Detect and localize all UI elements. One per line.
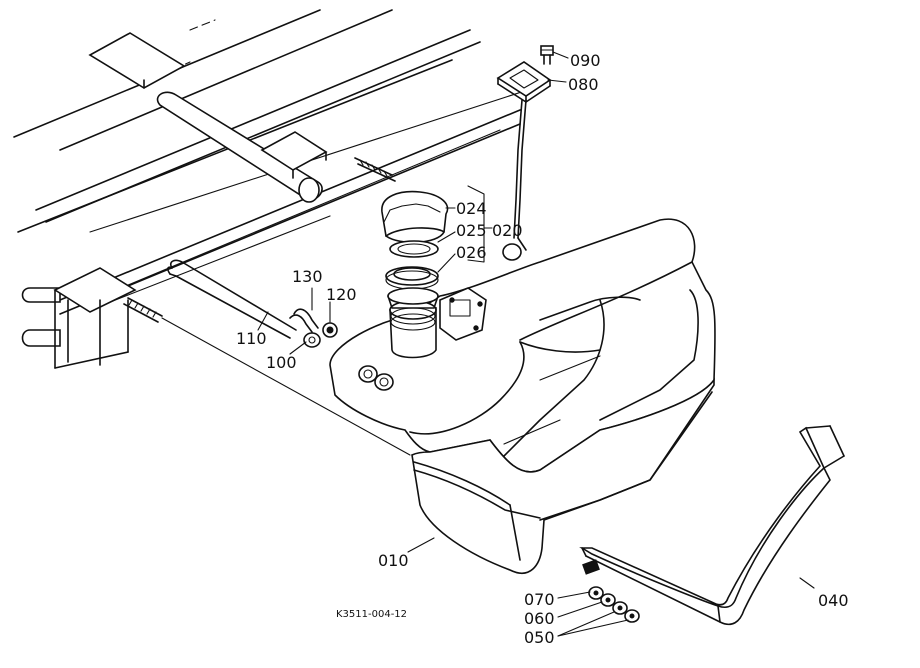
pipe-fitting: [303, 332, 321, 348]
cap-gasket: [389, 240, 439, 258]
callout-100: 100: [266, 353, 297, 372]
callout-050: 050: [524, 628, 555, 647]
callout-060: 060: [524, 609, 555, 628]
bracket-plate: [88, 32, 186, 89]
callout-040: 040: [818, 591, 849, 610]
cross-tube: [156, 91, 328, 203]
tank-band: [579, 425, 845, 626]
fuel-tank: [329, 218, 716, 574]
fuel-cock: [322, 322, 338, 338]
callout-010: 010: [378, 551, 409, 570]
fuel-pipe: [167, 259, 297, 339]
gauge-screw: [540, 45, 554, 65]
threaded-rod-upper: [354, 157, 396, 182]
callout-026: 026: [456, 243, 487, 262]
callout-110: 110: [236, 329, 267, 348]
callout-020: 020: [492, 221, 523, 240]
callout-130: 130: [292, 267, 323, 286]
fuel-gauge-unit: [496, 61, 552, 261]
callout-080: 080: [568, 75, 599, 94]
filler-cap: [381, 190, 449, 244]
callout-025: 025: [456, 221, 487, 240]
drawing-code: K3511-004-12: [336, 609, 407, 620]
fuel-strainer-ring: [385, 266, 439, 309]
leader-lines: [257, 51, 815, 637]
band-fasteners: [588, 586, 640, 623]
callout-090: 090: [570, 51, 601, 70]
callout-120: 120: [326, 285, 357, 304]
callout-024: 024: [456, 199, 487, 218]
hose-clamp: [289, 308, 319, 333]
frame-end-bracket: [21, 267, 137, 369]
callout-070: 070: [524, 590, 555, 609]
threaded-rod-lower: [123, 297, 411, 456]
